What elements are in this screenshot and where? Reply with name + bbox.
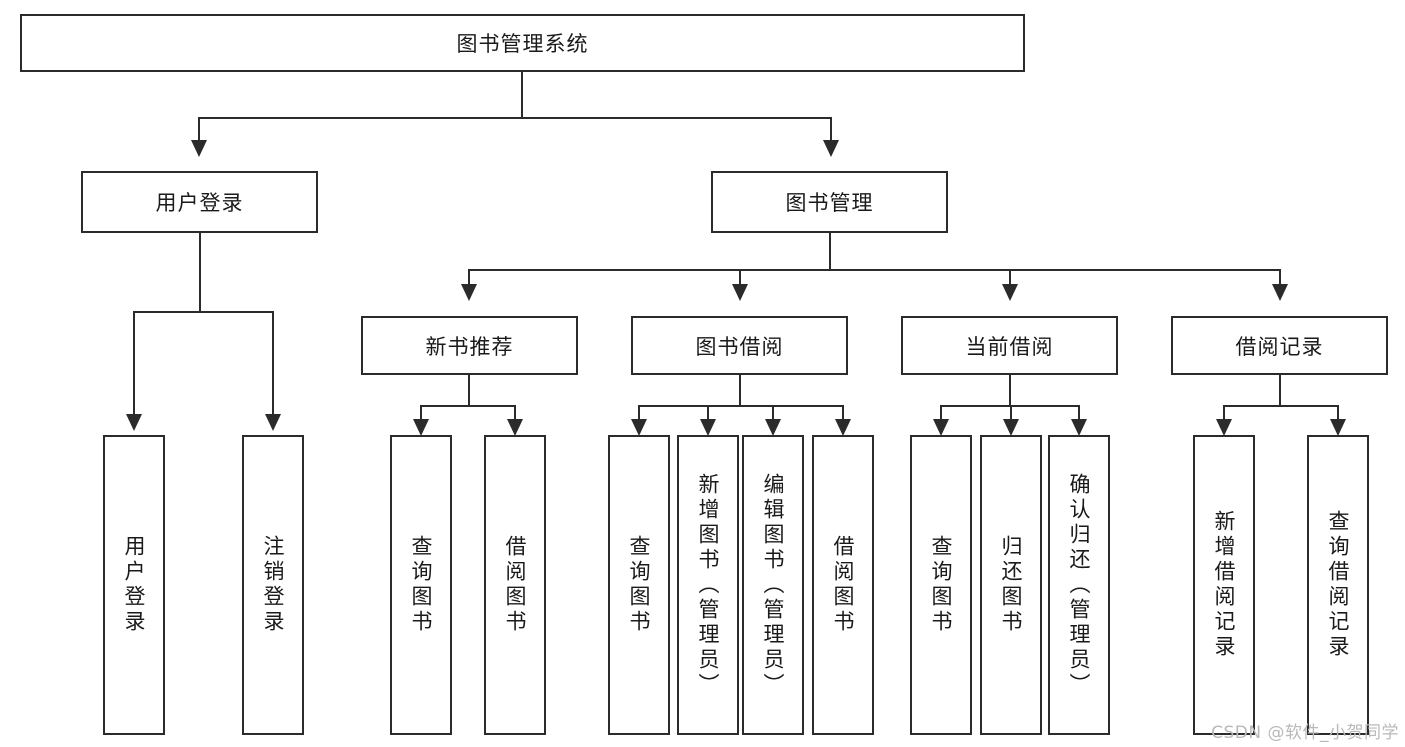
connector-user-login-to-leaf-1	[133, 311, 135, 416]
connector-borrow-records-bus	[1223, 405, 1339, 407]
connector-book-borrow-bus	[638, 405, 844, 407]
leaf-current-borrow-query-book[interactable]: 查询图书	[910, 435, 972, 735]
node-label: 查询图书	[409, 535, 434, 635]
connector-borrow-records-to-leaf-2	[1337, 405, 1339, 421]
connector-borrow-records-stem	[1279, 375, 1281, 407]
node-label: 借阅图书	[503, 535, 528, 635]
node-label: 确认归还（管理员）	[1067, 472, 1092, 698]
leaf-new-book-borrow-book[interactable]: 借阅图书	[484, 435, 546, 735]
watermark-text: CSDN @软件_小贺同学	[1211, 723, 1399, 743]
arrow-book-borrow-to-leaf-3	[765, 419, 781, 436]
node-label: 注销登录	[261, 535, 286, 635]
arrow-borrow-records-to-leaf-1	[1216, 419, 1232, 436]
arrow-book-borrow-to-leaf-2	[700, 419, 716, 436]
arrow-book-borrow-to-leaf-4	[835, 419, 851, 436]
leaf-borrow-records-query-record[interactable]: 查询借阅记录	[1307, 435, 1369, 735]
connector-bm-to-new-book	[468, 269, 470, 286]
arrow-bm-to-borrow-records	[1272, 284, 1288, 301]
arrow-bm-to-current-borrow	[1002, 284, 1018, 301]
arrow-root-to-user-login	[191, 140, 207, 157]
connector-bm-to-current-borrow	[1009, 269, 1011, 286]
connector-book-borrow-to-leaf-4	[842, 405, 844, 421]
connector-new-book-to-leaf-1	[420, 405, 422, 421]
leaf-user-login-login[interactable]: 用户登录	[103, 435, 165, 735]
connector-book-management-stem	[829, 233, 831, 271]
node-label: 借阅记录	[1235, 334, 1324, 359]
arrow-bm-to-new-book	[461, 284, 477, 301]
arrow-current-borrow-to-leaf-1	[933, 419, 949, 436]
node-label: 当前借阅	[965, 334, 1054, 359]
leaf-new-book-query-book[interactable]: 查询图书	[390, 435, 452, 735]
connector-root-bus	[198, 117, 832, 119]
connector-borrow-records-to-leaf-1	[1223, 405, 1225, 421]
arrow-current-borrow-to-leaf-2	[1003, 419, 1019, 436]
node-label: 新增借阅记录	[1212, 510, 1237, 660]
connector-new-book-to-leaf-2	[514, 405, 516, 421]
connector-user-login-stem	[199, 233, 201, 313]
arrow-root-to-book-management	[823, 140, 839, 157]
connector-current-borrow-to-leaf-2	[1010, 405, 1012, 421]
node-label: 新增图书（管理员）	[696, 472, 721, 698]
node-user-login[interactable]: 用户登录	[81, 171, 318, 233]
arrow-new-book-to-leaf-2	[507, 419, 523, 436]
connector-book-borrow-to-leaf-3	[772, 405, 774, 421]
node-label: 新书推荐	[425, 334, 514, 359]
leaf-book-borrow-query-book[interactable]: 查询图书	[608, 435, 670, 735]
leaf-user-login-logout[interactable]: 注销登录	[242, 435, 304, 735]
node-new-book-recommend[interactable]: 新书推荐	[361, 316, 578, 375]
connector-current-borrow-stem	[1009, 375, 1011, 407]
leaf-current-borrow-confirm-return-admin[interactable]: 确认归还（管理员）	[1048, 435, 1110, 735]
node-book-borrow[interactable]: 图书借阅	[631, 316, 848, 375]
connector-bm-to-borrow-records	[1279, 269, 1281, 286]
connector-book-borrow-to-leaf-1	[638, 405, 640, 421]
arrow-current-borrow-to-leaf-3	[1071, 419, 1087, 436]
node-borrow-records[interactable]: 借阅记录	[1171, 316, 1388, 375]
node-label: 查询借阅记录	[1326, 510, 1351, 660]
connector-book-borrow-to-leaf-2	[707, 405, 709, 421]
leaf-borrow-records-add-record[interactable]: 新增借阅记录	[1193, 435, 1255, 735]
arrow-bm-to-book-borrow	[732, 284, 748, 301]
node-label: 归还图书	[999, 535, 1024, 635]
connector-user-login-to-leaf-2	[272, 311, 274, 416]
connector-root-stem	[521, 72, 523, 117]
node-label: 查询图书	[627, 535, 652, 635]
leaf-book-borrow-add-book-admin[interactable]: 新增图书（管理员）	[677, 435, 739, 735]
arrow-user-login-to-leaf-1	[126, 414, 142, 431]
connector-root-to-user-login	[198, 117, 200, 143]
connector-current-borrow-to-leaf-1	[940, 405, 942, 421]
connector-root-to-book-management	[830, 117, 832, 143]
connector-current-borrow-to-leaf-3	[1078, 405, 1080, 421]
arrow-borrow-records-to-leaf-2	[1330, 419, 1346, 436]
node-root-book-management-system[interactable]: 图书管理系统	[20, 14, 1025, 72]
connector-user-login-bus	[133, 311, 273, 313]
arrow-book-borrow-to-leaf-1	[631, 419, 647, 436]
leaf-current-borrow-return-book[interactable]: 归还图书	[980, 435, 1042, 735]
node-label: 图书管理系统	[456, 32, 589, 56]
connector-new-book-stem	[468, 375, 470, 407]
node-label: 图书借阅	[695, 334, 784, 359]
node-label: 编辑图书（管理员）	[761, 472, 786, 698]
connector-new-book-bus	[420, 405, 516, 407]
node-label: 用户登录	[155, 191, 244, 215]
node-label: 用户登录	[122, 535, 147, 635]
node-label: 借阅图书	[831, 535, 856, 635]
node-label: 图书管理	[785, 191, 874, 215]
node-label: 查询图书	[929, 535, 954, 635]
connector-bm-to-book-borrow	[739, 269, 741, 286]
leaf-book-borrow-borrow-book[interactable]: 借阅图书	[812, 435, 874, 735]
arrow-new-book-to-leaf-1	[413, 419, 429, 436]
node-current-borrow[interactable]: 当前借阅	[901, 316, 1118, 375]
connector-book-borrow-stem	[739, 375, 741, 407]
arrow-user-login-to-leaf-2	[265, 414, 281, 431]
node-book-management[interactable]: 图书管理	[711, 171, 948, 233]
leaf-book-borrow-edit-book-admin[interactable]: 编辑图书（管理员）	[742, 435, 804, 735]
connector-book-management-bus	[468, 269, 1280, 271]
